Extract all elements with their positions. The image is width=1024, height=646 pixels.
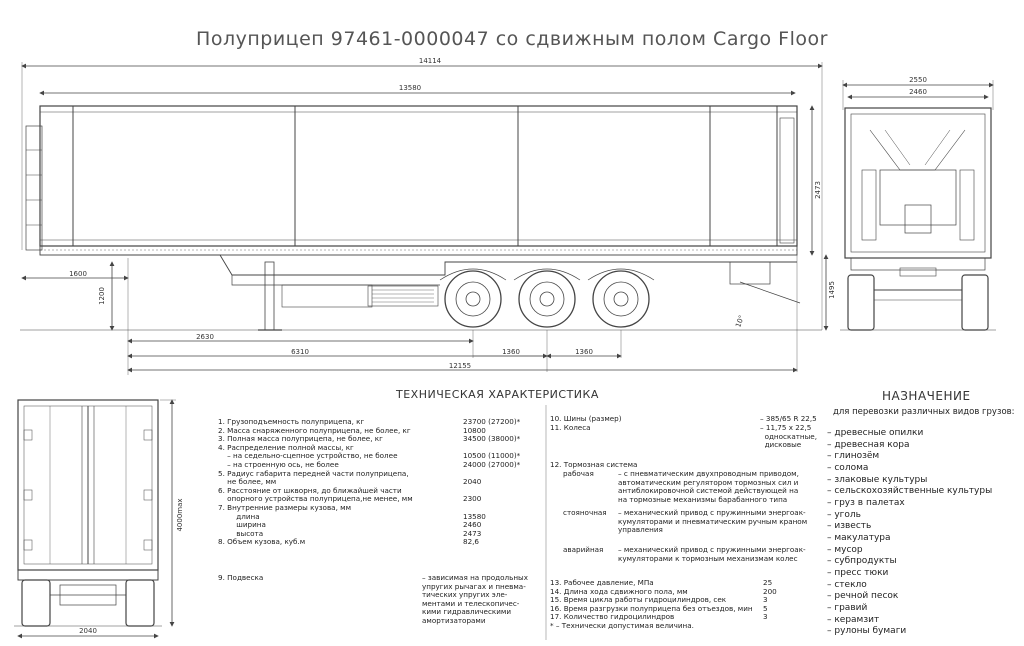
purpose-subtitle: для перевозки различных видов грузов: <box>833 407 1015 417</box>
dim-body-height: 2473 <box>814 181 822 199</box>
spec-right-labels: 13. Рабочее давление, МПа 14. Длина хода… <box>550 578 753 631</box>
spec-label: – на седельно-сцепное устройство, не бол… <box>218 451 398 461</box>
list-item: – рулоны бумаги <box>827 626 907 637</box>
dim-wheelbase-total: 12155 <box>449 362 471 370</box>
spec-value: 2300 <box>463 494 482 504</box>
spec-wheels-label: 11. Колеса <box>550 423 591 432</box>
dim-front-overhang: 1600 <box>69 270 87 278</box>
spec-label: 2. Масса снаряженного полуприцепа, не бо… <box>218 425 411 435</box>
list-item: – известь <box>827 521 872 532</box>
spec-value: 10500 (11000)* <box>463 451 521 461</box>
dim-total-length: 14114 <box>419 57 442 65</box>
list-item: – пресс тюки <box>827 567 889 578</box>
spec-suspension-label: 9. Подвеска <box>218 573 264 582</box>
spec-brake-park-value: – механический привод с пружинными энерг… <box>618 508 808 535</box>
dim-rear-width-outer: 2550 <box>909 76 927 84</box>
spec-value: 13580 <box>463 511 486 521</box>
spec-brakes-label: 12. Тормозная система <box>550 460 638 469</box>
spec-value: 3 <box>763 612 768 622</box>
spec-label: 13. Рабочее давление, МПа <box>550 578 654 587</box>
spec-value: 2040 <box>463 477 482 487</box>
spec-value: 200 <box>763 586 777 596</box>
spec-suspension-value: – зависимая на продольных упругих рычага… <box>422 573 528 625</box>
dim-rear-width-inner: 2460 <box>909 88 927 96</box>
list-item: – макулатура <box>827 532 891 543</box>
dim-axle-spacing-1: 1360 <box>502 348 520 356</box>
purpose-title: НАЗНАЧЕНИЕ <box>882 389 971 403</box>
spec-label: 4. Распределение полной массы, кг <box>218 442 354 452</box>
spec-value: 3 <box>763 595 768 605</box>
list-item: – гравий <box>827 602 868 613</box>
spec-label: 5. Радиус габарита передней части полупр… <box>218 468 409 478</box>
spec-value: 2473 <box>463 528 482 538</box>
spec-brake-park-label: стояночная <box>563 508 607 517</box>
spec-value: 10800 <box>463 425 486 435</box>
list-item: – солома <box>827 462 869 473</box>
dim-floor-height: 1495 <box>828 281 836 299</box>
list-item: – уголь <box>827 509 861 520</box>
dim-kingpin-center: 6310 <box>291 348 309 356</box>
dim-axle-spacing-2: 1360 <box>575 348 593 356</box>
rear-view <box>840 80 996 331</box>
list-item: – керамзит <box>827 614 880 625</box>
spec-right-values: 25 200 3 5 3 <box>763 578 777 622</box>
dim-coupling-height: 1200 <box>98 287 106 305</box>
spec-value: 82,6 <box>463 537 480 547</box>
spec-tires-label: 10. Шины (размер) <box>550 414 622 423</box>
spec-value: 34500 (38000)* <box>463 434 521 444</box>
spec-label: длина <box>218 511 260 521</box>
dim-height-max: 4000max <box>176 498 184 531</box>
list-item: – речной песок <box>827 591 899 602</box>
drawing-title: Полуприцеп 97461-0000047 со сдвижным пол… <box>196 28 828 50</box>
spec-label: высота <box>218 528 264 538</box>
spec-label: 7. Внутренние размеры кузова, мм <box>218 502 351 512</box>
spec-label: 17. Количество гидроцилиндров <box>550 612 675 622</box>
list-item: – глинозём <box>827 451 880 462</box>
spec-brake-work-value: – с пневматическим двухпроводным приводо… <box>618 469 799 504</box>
list-item: – мусор <box>827 544 863 555</box>
list-item: – злаковые культуры <box>827 474 928 485</box>
spec-value: 5 <box>763 603 768 613</box>
purpose-list: – древесные опилки – древесная кора – гл… <box>827 428 992 638</box>
spec-label: 15. Время цикла работы гидроцилиндров, с… <box>550 595 727 605</box>
spec-label: 16. Время разгрузки полуприцепа без отъе… <box>550 603 753 613</box>
spec-value: 24000 (27000)* <box>463 459 521 469</box>
dim-rear-width: 2040 <box>79 627 97 635</box>
spec-label: ширина <box>218 520 266 530</box>
list-item: – субпродукты <box>827 556 897 567</box>
spec-wheels-value: – 11,75 x 22,5 односкатные, дисковые <box>760 423 817 450</box>
spec-value: 2460 <box>463 520 482 530</box>
spec-brake-emergency-label: аварийная <box>563 545 604 554</box>
spec-label: 1. Грузоподъемность полуприцепа, кг <box>218 417 365 426</box>
dim-body-length: 13580 <box>399 84 421 92</box>
list-item: – древесные опилки <box>827 428 924 438</box>
spec-label: 14. Длина хода сдвижного пола, мм <box>550 586 688 596</box>
spec-label: опорного устройства полуприцепа,не менее… <box>218 494 413 504</box>
list-item: – древесная кора <box>827 439 910 450</box>
spec-left-values: 23700 (27200)* 10800 34500 (38000)* 1050… <box>463 417 521 547</box>
list-item: – сельскохозяйственные культуры <box>827 486 993 497</box>
list-item: – стекло <box>827 579 867 590</box>
spec-brake-emergency-value: – механический привод с пружинными энерг… <box>618 545 806 563</box>
side-view <box>20 62 829 375</box>
spec-label: 8. Объем кузова, куб.м <box>218 537 306 547</box>
spec-tires-value: – 385/65 R 22,5 <box>760 414 817 423</box>
spec-brake-work-label: рабочая <box>563 469 594 478</box>
spec-label: – на строенную ось, не более <box>218 459 339 469</box>
spec-left-labels: 1. Грузоподъемность полуприцепа, кг 2. М… <box>218 417 413 547</box>
spec-footnote: * – Технически допустимая величина. <box>550 620 694 630</box>
spec-value: 25 <box>763 578 773 587</box>
dim-angle: 10° <box>734 314 746 328</box>
dim-kingpin-axle: 2630 <box>196 333 214 341</box>
specs-title: ТЕХНИЧЕСКАЯ ХАРАКТЕРИСТИКА <box>396 388 599 401</box>
spec-value: 23700 (27200)* <box>463 417 521 426</box>
spec-label: 3. Полная масса полуприцепа, не более, к… <box>218 434 383 444</box>
list-item: – груз в палетах <box>827 497 905 508</box>
spec-label: не более, мм <box>218 477 277 487</box>
spec-label: 6. Расстояние от шкворня, до ближайшей ч… <box>218 485 402 495</box>
rear-door-view <box>14 399 176 639</box>
